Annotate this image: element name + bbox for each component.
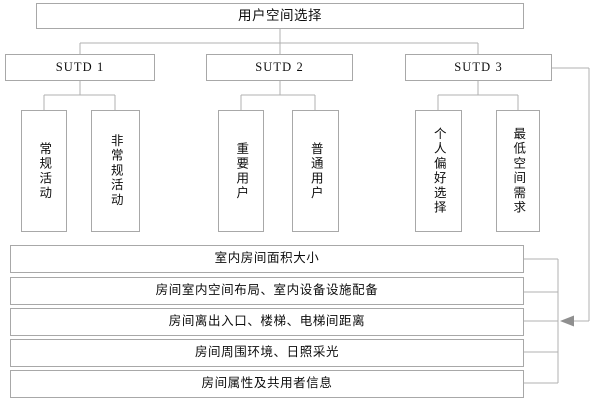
node-sutd-3[interactable]: SUTD 3 (405, 54, 552, 81)
criterion-room-area[interactable]: 室内房间面积大小 (10, 245, 524, 273)
criterion-surrounding-environment-daylight[interactable]: 房间周围环境、日照采光 (10, 339, 524, 367)
criterion-interior-layout-equipment-label: 房间室内空间布局、室内设备设施配备 (155, 283, 379, 298)
node-leaf-important-user[interactable]: 重要用户 (218, 110, 264, 232)
node-leaf-minimum-space-need-label: 最低空间需求 (511, 126, 526, 216)
node-sutd-2-label: SUTD 2 (255, 59, 304, 74)
node-leaf-routine-activity[interactable]: 常规活动 (21, 110, 67, 232)
arrowhead-icon (560, 315, 574, 327)
node-leaf-ordinary-user[interactable]: 普通用户 (292, 110, 339, 232)
node-leaf-non-routine-activity[interactable]: 非常规活动 (91, 110, 140, 232)
node-sutd-2[interactable]: SUTD 2 (206, 54, 353, 81)
criterion-distance-to-exits[interactable]: 房间离出入口、楼梯、电梯间距离 (10, 308, 524, 336)
criterion-room-attributes-cohabitants-label: 房间属性及共用者信息 (201, 376, 333, 391)
node-root-label: 用户空间选择 (238, 7, 322, 23)
criterion-distance-to-exits-label: 房间离出入口、楼梯、电梯间距离 (168, 314, 366, 329)
criterion-room-area-label: 室内房间面积大小 (214, 251, 320, 266)
node-leaf-personal-preference[interactable]: 个人偏好选择 (415, 110, 462, 232)
criterion-interior-layout-equipment[interactable]: 房间室内空间布局、室内设备设施配备 (10, 277, 524, 305)
node-leaf-ordinary-user-label: 普通用户 (308, 141, 323, 201)
node-root[interactable]: 用户空间选择 (36, 3, 524, 29)
node-leaf-minimum-space-need[interactable]: 最低空间需求 (496, 110, 540, 232)
node-leaf-personal-preference-label: 个人偏好选择 (431, 126, 446, 216)
node-sutd-1-label: SUTD 1 (55, 59, 105, 74)
criterion-room-attributes-cohabitants[interactable]: 房间属性及共用者信息 (10, 370, 524, 398)
node-sutd-3-label: SUTD 3 (454, 59, 503, 74)
node-leaf-routine-activity-label: 常规活动 (37, 141, 52, 201)
node-sutd-1[interactable]: SUTD 1 (5, 54, 155, 81)
node-leaf-important-user-label: 重要用户 (234, 141, 249, 201)
criterion-surrounding-environment-daylight-label: 房间周围环境、日照采光 (194, 345, 340, 360)
node-leaf-non-routine-activity-label: 非常规活动 (108, 134, 123, 208)
